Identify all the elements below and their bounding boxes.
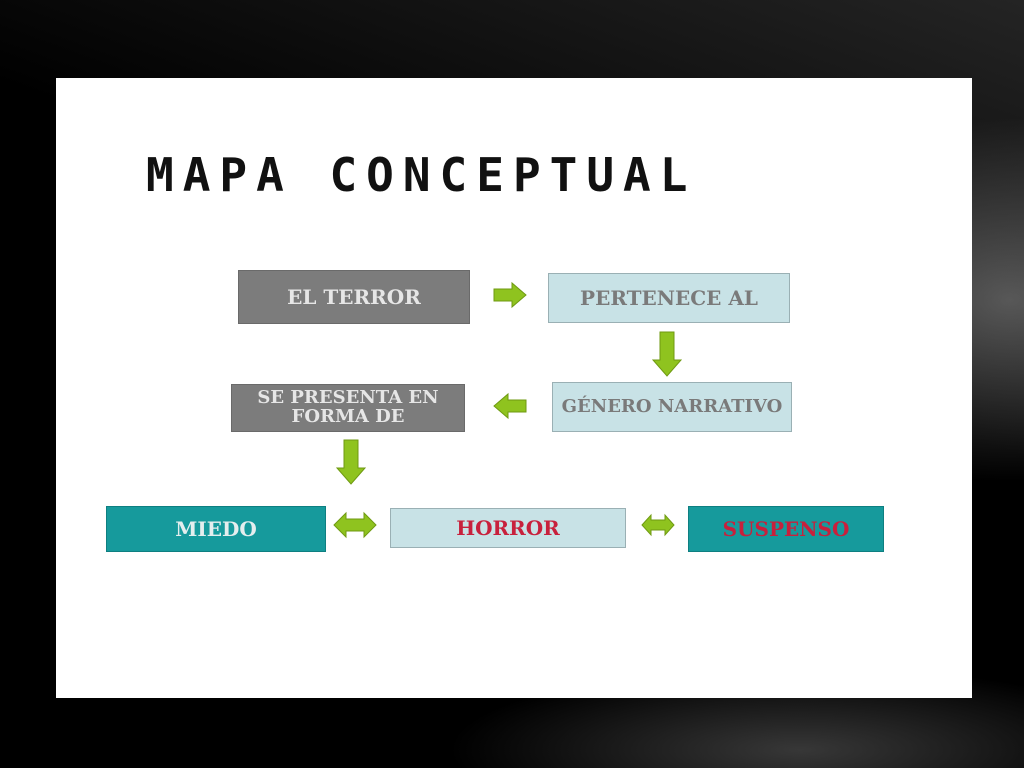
node-horror-label: HORROR	[456, 515, 560, 540]
node-suspenso: SUSPENSO	[688, 506, 884, 552]
node-el-terror-label: EL TERROR	[287, 284, 421, 309]
node-el-terror: EL TERROR	[238, 270, 470, 324]
node-suspenso-label: SUSPENSO	[722, 516, 850, 541]
arrow-right-icon	[493, 281, 527, 309]
node-miedo: MIEDO	[106, 506, 326, 552]
node-se-presenta-label: SE PRESENTA EN FORMA DE	[257, 387, 439, 427]
arrow-left-icon	[493, 392, 527, 420]
slide: MAPA CONCEPTUAL EL TERROR PERTENECE AL S…	[56, 78, 972, 698]
node-pertenece-al-label: PERTENECE AL	[580, 285, 758, 310]
arrow-double-icon	[641, 513, 675, 537]
node-genero-narrativo: GÉNERO NARRATIVO	[552, 382, 792, 432]
page-title: MAPA CONCEPTUAL	[146, 148, 697, 202]
node-se-presenta: SE PRESENTA EN FORMA DE	[231, 384, 465, 432]
node-genero-narrativo-label: GÉNERO NARRATIVO	[561, 395, 783, 417]
arrow-double-icon	[333, 511, 377, 539]
arrow-down-icon	[652, 331, 682, 377]
node-horror: HORROR	[390, 508, 626, 548]
node-pertenece-al: PERTENECE AL	[548, 273, 790, 323]
node-miedo-label: MIEDO	[175, 516, 257, 541]
arrow-down-icon	[336, 439, 366, 485]
